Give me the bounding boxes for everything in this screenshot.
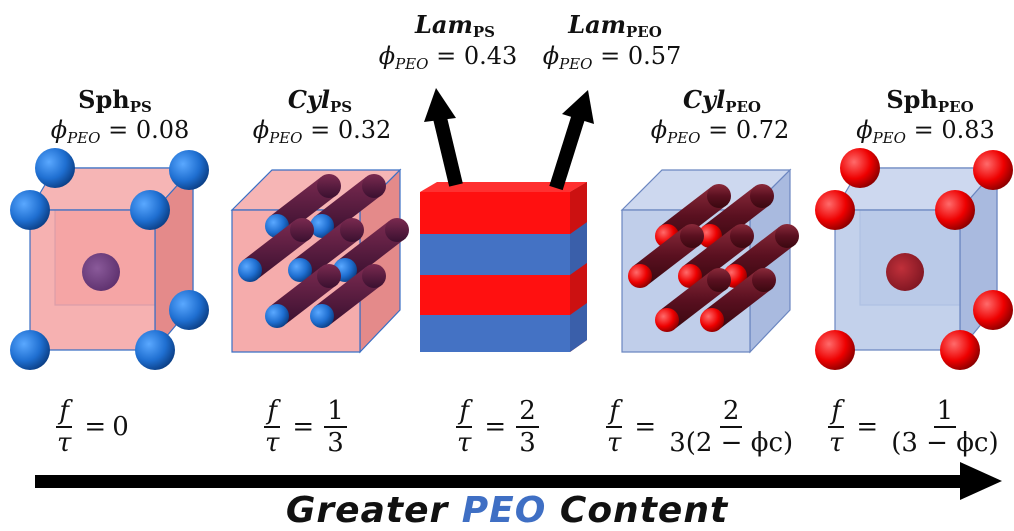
lam-arrows (424, 88, 594, 191)
content-arrow (35, 462, 1002, 500)
cylinder-rod-back (340, 218, 364, 242)
phi-lam-ps: ϕPEO = 0.43 (378, 42, 518, 73)
phase-label-sph-ps: SphPS (78, 85, 152, 116)
phi-sph-ps: ϕPEO = 0.08 (50, 116, 190, 147)
cylinder-rod-back (290, 218, 314, 242)
cylinder-rod-back (385, 218, 409, 242)
phi-cyl-peo: ϕPEO = 0.72 (650, 116, 790, 147)
cyl-peo-cube (620, 168, 799, 354)
cylinder-rod-back (317, 174, 341, 198)
greater-peo-content-title: Greater PEO Content (285, 490, 729, 531)
cylinder-cap (310, 304, 334, 328)
cylinder-rod-back (362, 174, 386, 198)
cylinder-cap (238, 258, 262, 282)
cylinder-cap (310, 214, 334, 238)
cylinder-rod-back (707, 268, 731, 292)
cylinder-rod-back (317, 264, 341, 288)
sph-ps-cube (10, 148, 209, 370)
cylinder-cap (265, 304, 289, 328)
cylinder-cap (628, 264, 652, 288)
cylinder-cap (288, 258, 312, 282)
phi-lam-peo: ϕPEO = 0.57 (542, 42, 682, 73)
cylinder-cap (678, 264, 702, 288)
cylinder-rod-back (730, 224, 754, 248)
sph-peo-cube (815, 148, 1013, 370)
cylinder-rod-back (752, 268, 776, 292)
phase-label-lam-ps: LamPS (415, 10, 495, 41)
phase-label-lam-peo: LamPEO (568, 10, 662, 41)
phase-label-sph-peo: SphPEO (886, 85, 974, 116)
phase-label-cyl-peo: CylPEO (683, 85, 761, 116)
cylinder-rod-back (362, 264, 386, 288)
cyl-ps-cube (230, 168, 409, 354)
cylinder-rod-back (775, 224, 799, 248)
phase-label-cyl-ps: CylPS (287, 85, 353, 116)
cylinder-cap (655, 308, 679, 332)
phi-cyl-ps: ϕPEO = 0.32 (252, 116, 392, 147)
cylinder-rod-back (707, 184, 731, 208)
cylinder-rod-back (750, 184, 774, 208)
peo-highlight: PEO (461, 490, 547, 531)
lamellae-block (420, 182, 587, 352)
cylinder-rod-back (680, 224, 704, 248)
phi-sph-peo: ϕPEO = 0.83 (856, 116, 995, 147)
cylinder-cap (700, 308, 724, 332)
